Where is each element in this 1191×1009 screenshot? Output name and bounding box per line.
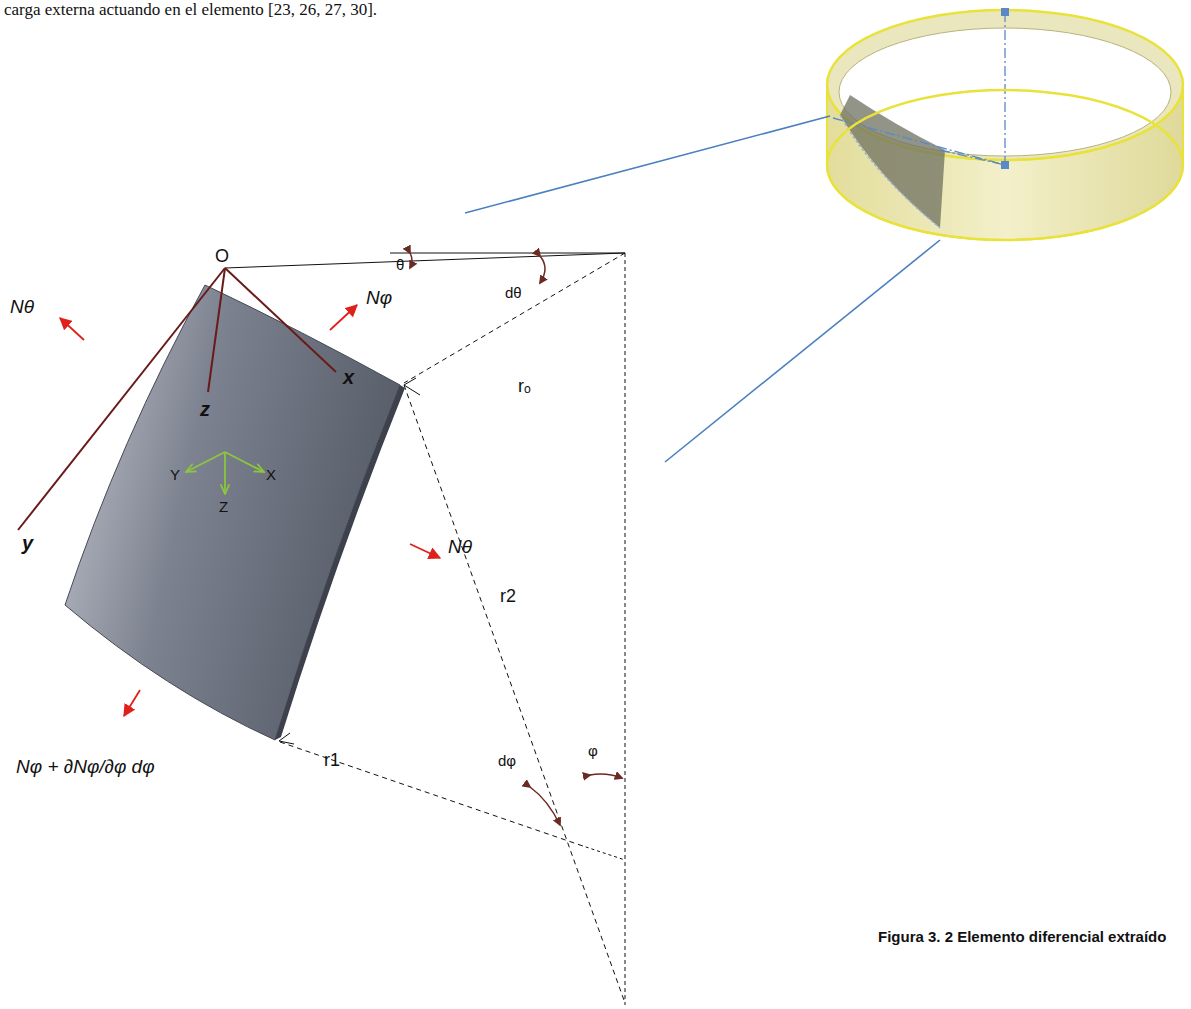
ring-element xyxy=(840,95,945,228)
point-label: O xyxy=(215,246,229,267)
figure-caption: Figura 3. 2 Elemento diferencial extraíd… xyxy=(878,928,1166,945)
force-label: Nθ xyxy=(448,536,472,558)
axis-label: X xyxy=(266,466,276,483)
force-arrows xyxy=(60,305,440,716)
angle-label: dφ xyxy=(498,752,516,769)
body-text: carga externa actuando en el elemento [2… xyxy=(4,0,377,20)
axis-label: Z xyxy=(219,498,228,515)
global-axes xyxy=(186,452,264,494)
angle-label: φ xyxy=(588,742,598,759)
shell-thickness xyxy=(275,385,405,740)
force-label: Nφ xyxy=(366,287,392,309)
axis-label: Y xyxy=(170,466,180,483)
leader-line xyxy=(465,116,830,213)
axes xyxy=(18,268,336,530)
axis-label: z xyxy=(200,398,210,421)
radius-label: rₒ xyxy=(518,376,531,397)
force-formula: Nφ + ∂Nφ/∂φ dφ xyxy=(16,756,155,778)
ring-sketch xyxy=(827,8,1183,240)
axis-label: y xyxy=(22,532,33,555)
axis-label: x xyxy=(343,366,354,389)
leader-line xyxy=(665,240,940,462)
shell-element xyxy=(65,285,400,740)
radius-label: r1 xyxy=(324,750,340,771)
radius-label: r2 xyxy=(500,586,516,607)
angle-label: dθ xyxy=(505,284,522,301)
angle-label: θ xyxy=(396,256,404,273)
force-label: Nθ xyxy=(10,296,34,318)
